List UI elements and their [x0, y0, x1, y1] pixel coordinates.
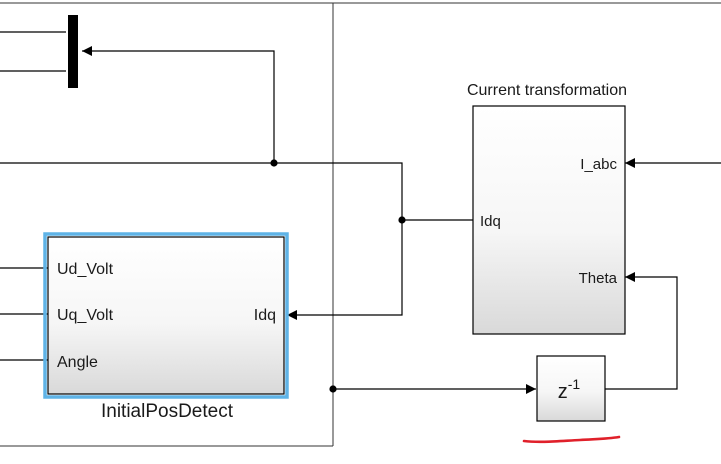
current-transformation-block[interactable]: Idq I_abc Theta — [472, 105, 626, 335]
red-underline-annotation — [522, 435, 621, 444]
signal-line-idq-to-initialpos[interactable] — [287, 220, 403, 320]
inport-label-idq: Idq — [480, 213, 501, 230]
unit-delay-block[interactable]: z-1 — [536, 355, 606, 422]
outport-label-i-abc: I_abc — [580, 156, 617, 173]
branch-point-main — [270, 159, 278, 167]
inport-label-angle: Angle — [57, 354, 98, 371]
inport-label-uq-volt: Uq_Volt — [57, 307, 114, 324]
initial-pos-detect-block[interactable]: Ud_Volt Uq_Volt Angle Idq — [43, 232, 289, 399]
unit-delay-label: z-1 — [558, 376, 581, 403]
subsystem-area-border — [0, 2, 721, 447]
signal-line-main-to-junction[interactable] — [274, 162, 403, 220]
outport-label-theta: Theta — [579, 270, 618, 287]
signal-line-delay-to-theta[interactable] — [605, 272, 678, 390]
inport-label-ud-volt: Ud_Volt — [57, 261, 114, 278]
current-transformation-name[interactable]: Current transformation — [467, 82, 627, 99]
selection-highlight — [43, 232, 289, 399]
mux-bar-block[interactable] — [68, 15, 78, 88]
branch-point-idq — [398, 216, 406, 224]
branch-point-delay — [329, 385, 337, 393]
signal-line-branch-to-mux[interactable] — [82, 46, 275, 163]
initial-pos-detect-name[interactable]: InitialPosDetect — [101, 401, 234, 422]
outport-label-idq: Idq — [254, 307, 276, 324]
